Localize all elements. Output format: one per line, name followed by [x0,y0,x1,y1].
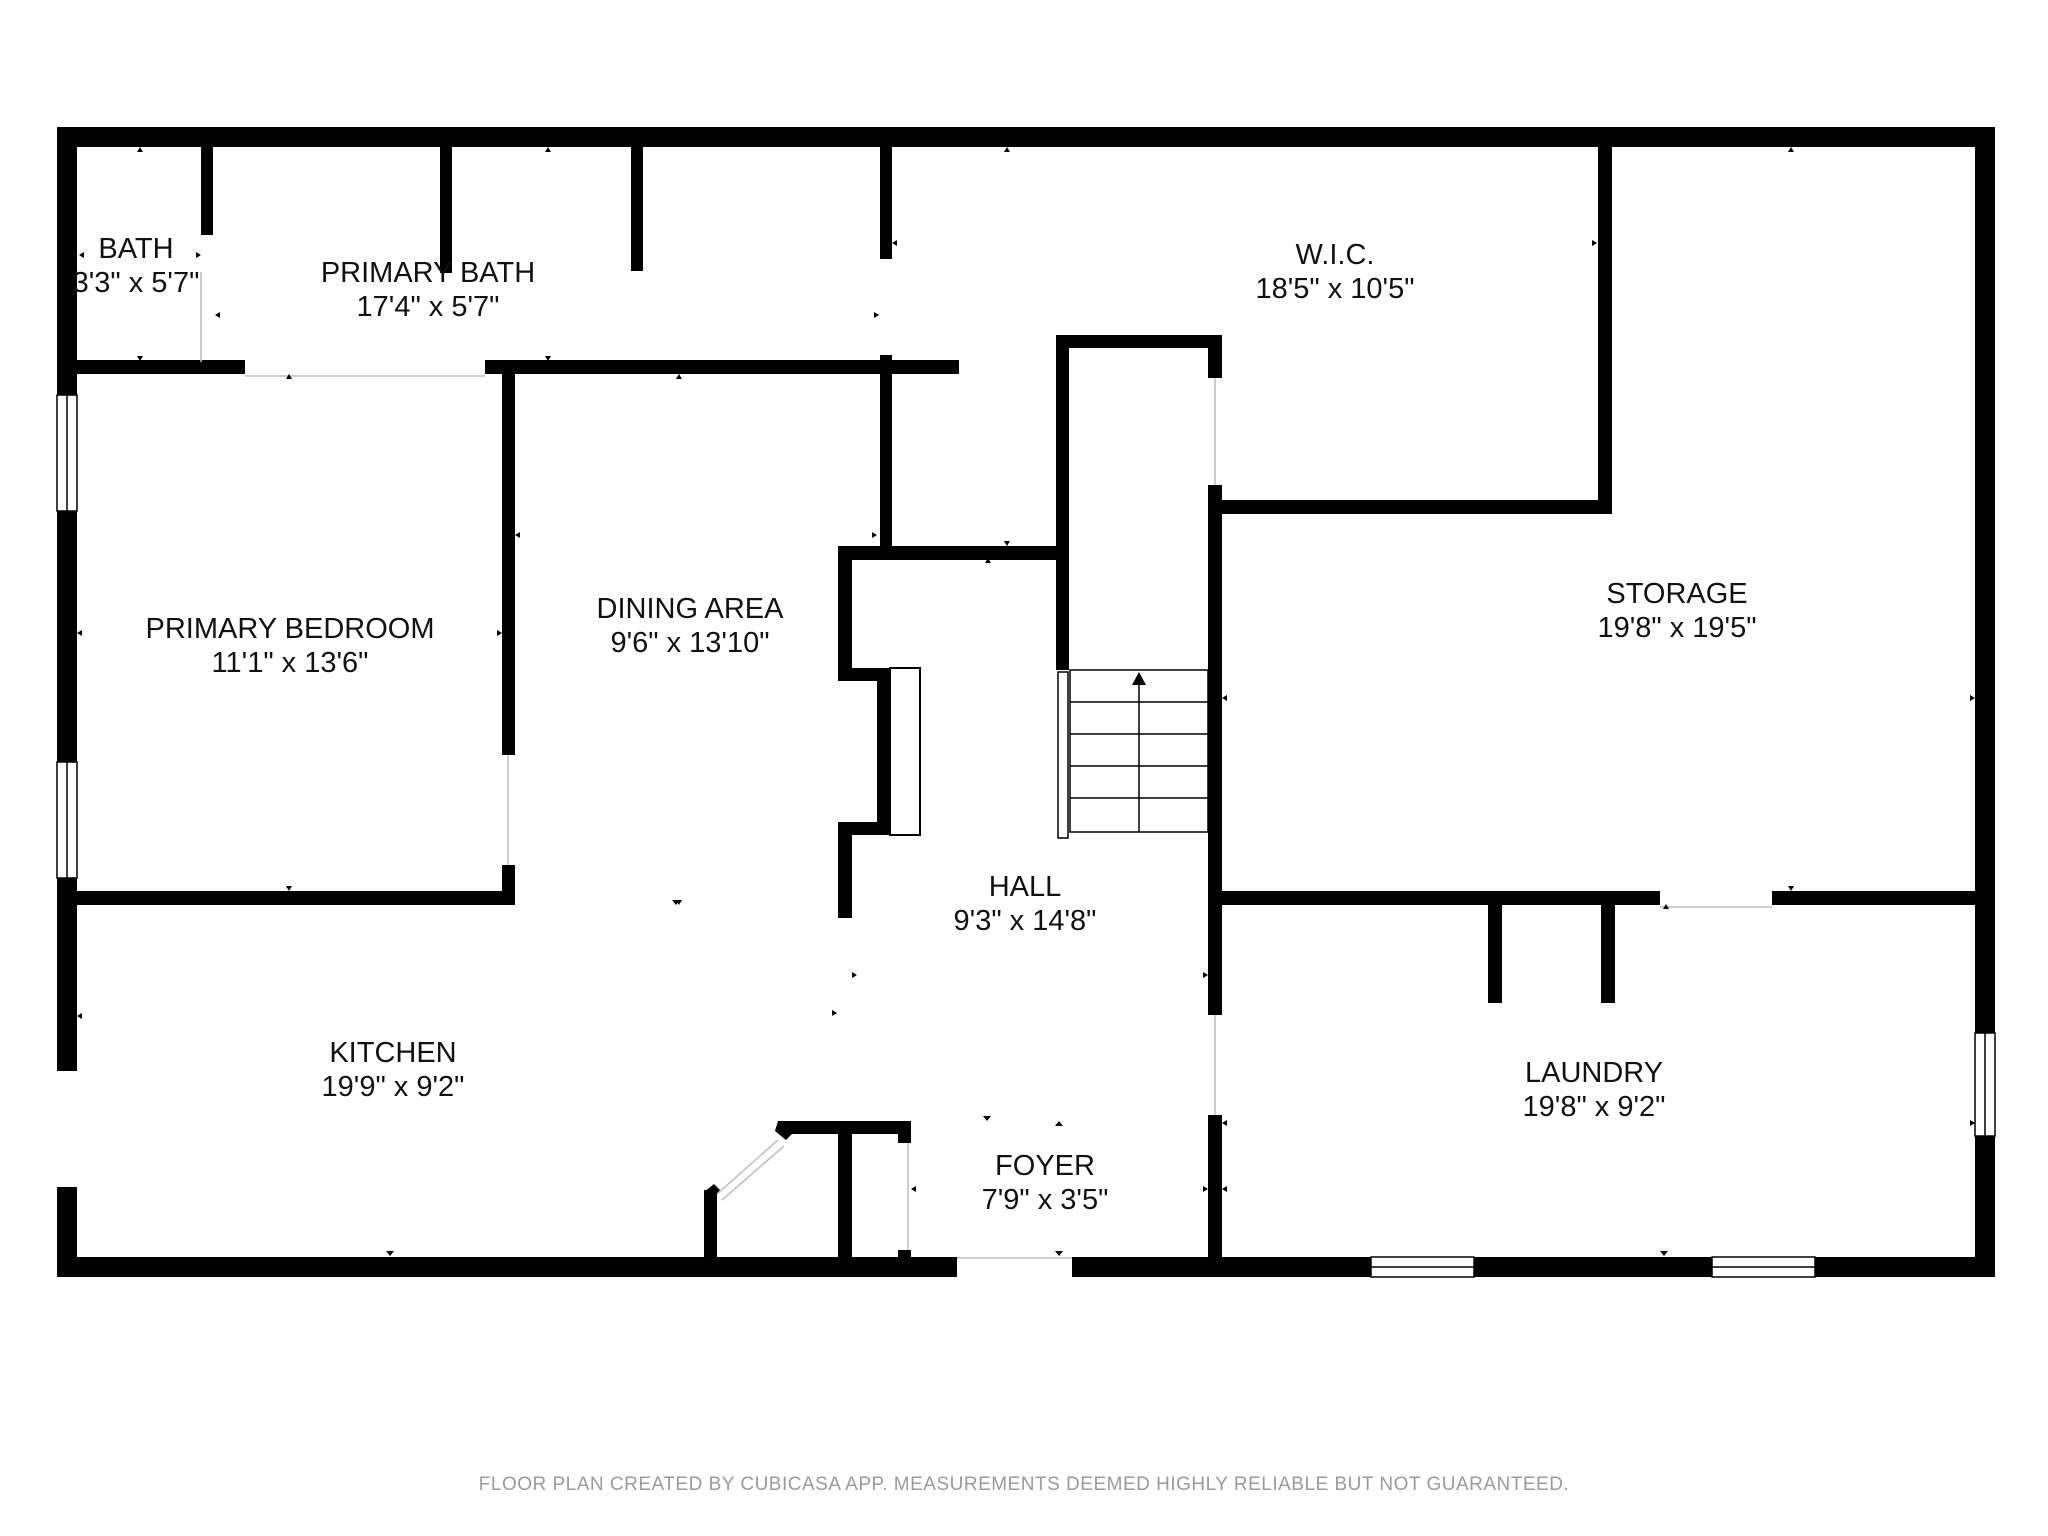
room-name-wic: W.I.C. [1296,239,1375,271]
room-dim-kitchen: 19'9" x 9'2" [322,1071,465,1103]
room-dim-storage: 19'8" x 19'5" [1597,612,1756,644]
door-openings [200,272,1772,1259]
room-dim-bath: 3'3" x 5'7" [73,267,200,299]
exterior-walls [57,127,1995,1277]
windows [56,394,1996,1278]
wall-stair-right-1 [1208,335,1222,378]
wall-left-lower [57,1187,77,1277]
wall-stub-wic [880,137,892,259]
room-dim-foyer: 7'9" x 3'5" [982,1184,1109,1216]
stair-direction-arrow [1132,672,1146,685]
wall-stair-right-3 [1208,1115,1222,1277]
room-dim-primary-bedroom: 11'1" x 13'6" [212,647,369,679]
wall-dining-right [880,355,892,555]
room-dim-hall: 9'3" x 14'8" [954,905,1097,937]
window-laundry-bottom-2 [1711,1256,1816,1278]
dimension-ticks [77,147,1975,1256]
room-name-hall: HALL [989,871,1062,903]
room-name-bath: BATH [98,233,173,265]
wall-bath-bottom [67,360,245,374]
wall-hall-left-2 [838,822,852,918]
wall-bedroom-bottom [67,891,515,905]
wall-foyer-mid [838,1121,852,1267]
wall-stair-right-2 [1208,485,1222,1015]
room-name-primary-bath: PRIMARY BATH [321,257,535,289]
interior-walls [67,137,1985,1277]
window-bedroom-2 [56,761,78,879]
wall-foyer-left [898,1121,911,1143]
wall-stub-pbath-1 [440,137,452,273]
wall-closet-2 [1601,900,1615,1003]
window-laundry-side [1974,1032,1996,1137]
wall-kitchen-corner-2 [704,1184,720,1200]
wall-top [57,127,1995,147]
wall-laundry-top-1 [1208,891,1660,905]
room-labels: BATH 3'3" x 5'7" PRIMARY BATH 17'4" x 5'… [73,233,1757,1216]
wall-jog-2 [877,668,890,835]
wall-laundry-top-2 [1772,891,1985,905]
wall-bottom-left [57,1257,957,1277]
room-name-kitchen: KITCHEN [329,1037,456,1069]
wall-wic-right [1598,137,1612,514]
room-name-storage: STORAGE [1606,578,1747,610]
wall-hall-top [838,546,1058,560]
disclaimer-note: FLOOR PLAN CREATED BY CUBICASA APP. MEAS… [478,1474,1570,1495]
room-dim-dining-area: 9'6" x 13'10" [610,627,769,659]
wall-hall-left-1 [838,546,852,681]
room-name-laundry: LAUNDRY [1525,1057,1663,1089]
wall-pbath-bottom [485,360,959,374]
room-dim-primary-bath: 17'4" x 5'7" [357,291,500,323]
wall-kitchen-corner [775,1121,792,1140]
room-name-primary-bedroom: PRIMARY BEDROOM [146,613,435,645]
window-bedroom-1 [56,394,78,512]
wall-right [1975,127,1995,1277]
room-name-dining-area: DINING AREA [597,593,785,625]
wall-foyer-left-2 [898,1250,911,1267]
wall-stub-pbath-2 [631,137,643,271]
window-laundry-bottom-1 [1370,1256,1475,1278]
wall-kitchen-pantry [704,1190,717,1267]
wall-stair-left [1056,335,1069,670]
door-kitchen-angled-2 [721,1145,785,1201]
wall-stair-top [1056,335,1222,348]
staircase [1057,669,1209,839]
door-kitchen-angled [716,1139,779,1195]
wall-bedroom-right-1 [502,370,515,755]
wall-stub-bath [201,137,213,235]
fireplace-hearth [889,667,921,836]
room-name-foyer: FOYER [995,1150,1095,1182]
wall-closet-1 [1488,900,1502,1003]
wall-wic-bottom [1208,500,1612,514]
room-dim-laundry: 19'8" x 9'2" [1523,1091,1666,1123]
room-dim-wic: 18'5" x 10'5" [1255,273,1414,305]
